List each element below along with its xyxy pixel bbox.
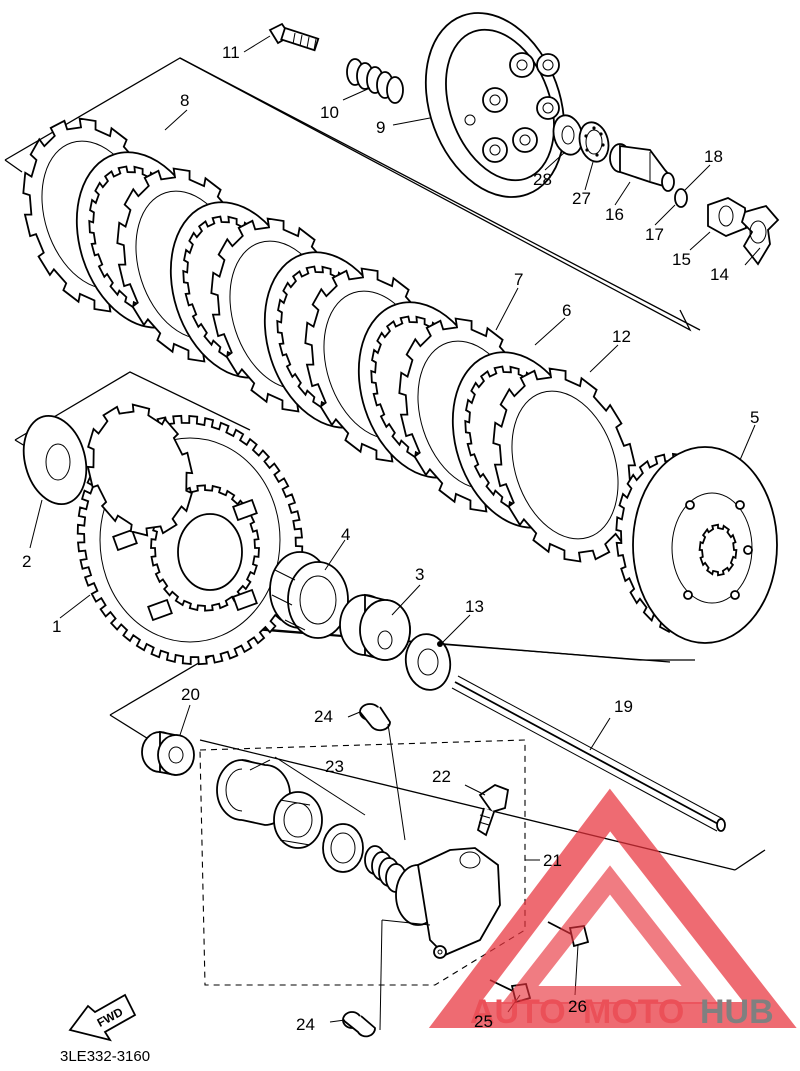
release-cylinder-body: [395, 847, 501, 959]
oil-seal: [141, 730, 195, 776]
callout-5: 5: [750, 408, 759, 427]
piston-cup: [322, 823, 364, 873]
callout-24-bottom: 24: [296, 1015, 315, 1034]
clutch-spring: [346, 58, 404, 104]
callout-12: 12: [612, 327, 631, 346]
o-ring: [674, 188, 688, 208]
thrust-washer: [22, 414, 88, 506]
callout-8: 8: [180, 91, 189, 110]
watermark-text-hub: HUB: [700, 993, 774, 1031]
callout-27: 27: [572, 189, 591, 208]
callout-9: 9: [376, 118, 385, 137]
pressure-plate: [424, 12, 566, 198]
dowel-pin-top: [359, 703, 391, 732]
bolt: [268, 22, 320, 52]
callout-3: 3: [415, 565, 424, 584]
callout-6: 6: [562, 301, 571, 320]
callout-25: 25: [474, 1012, 493, 1031]
primary-driven-gear: [76, 403, 304, 666]
collar: [339, 593, 411, 661]
assembly-outline-upper: [4, 57, 701, 332]
callout-11: 11: [222, 43, 240, 62]
callout-4: 4: [341, 525, 350, 544]
callout-2: 2: [22, 552, 31, 571]
nut: [707, 197, 747, 237]
callout-28: 28: [533, 170, 552, 189]
callout-13: 13: [465, 597, 484, 616]
forward-direction-arrow: FWD: [68, 993, 137, 1042]
dowel-pin-bottom: [342, 1011, 376, 1038]
callout-20: 20: [181, 685, 200, 704]
callout-15: 15: [672, 250, 691, 269]
callout-24-top: 24: [314, 707, 333, 726]
clutch-plate-stack: [22, 117, 638, 563]
callout-23: 23: [325, 757, 344, 776]
callout-18: 18: [704, 147, 723, 166]
callout-16: 16: [605, 205, 624, 224]
clutch-boss: [615, 446, 778, 644]
lock-washer: [740, 204, 780, 266]
clutch-washer: [404, 633, 452, 691]
callout-19: 19: [614, 697, 633, 716]
callout-17: 17: [645, 225, 664, 244]
long-push-rod: [451, 675, 726, 832]
watermark-logo: AUTO MOTO HUB: [428, 788, 797, 1031]
push-rod: [609, 143, 675, 192]
callout-10: 10: [320, 103, 339, 122]
callout-14: 14: [710, 265, 729, 284]
callout-1: 1: [52, 617, 61, 636]
piston: [273, 791, 323, 849]
watermark-text-moto: MOTO: [583, 993, 684, 1031]
watermark-text-auto: AUTO: [470, 993, 566, 1031]
callout-22: 22: [432, 767, 451, 786]
callout-7: 7: [514, 270, 523, 289]
needle-bearing: [269, 551, 349, 639]
bearing: [578, 121, 610, 163]
drawing-code: 3LE332-3160: [60, 1048, 150, 1065]
callout-21: 21: [543, 851, 562, 870]
bleed-screw: [476, 783, 510, 837]
callout-26: 26: [568, 997, 587, 1016]
callout-labels: 11 10 9 8 28 27 16 18 17 15 14 7 6 12 5 …: [22, 43, 759, 1034]
leader-lines: [29, 35, 761, 1031]
